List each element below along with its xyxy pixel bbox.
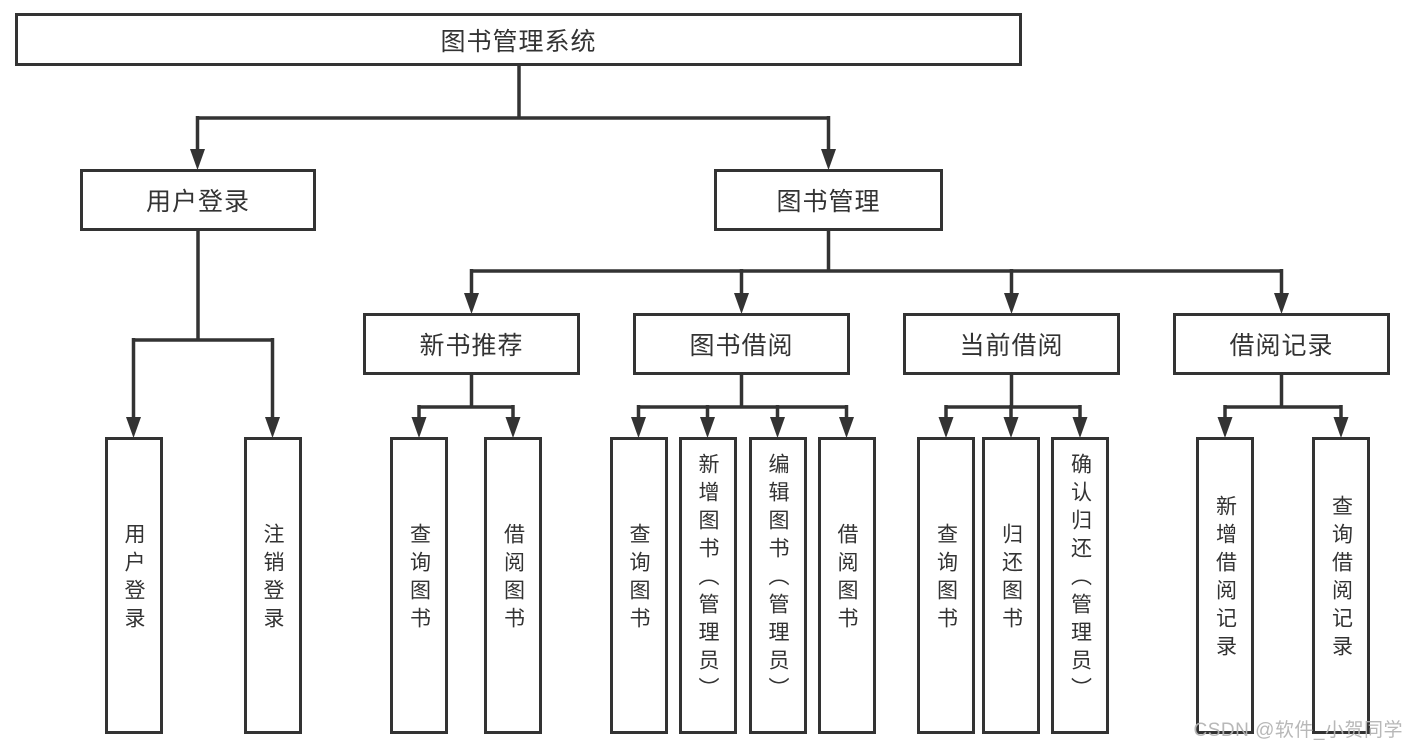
leaf-query-books-2-label: 查询图书 (627, 522, 650, 635)
node-new-book-recommend-label: 新书推荐 (419, 332, 524, 360)
node-borrow-record: 借阅记录 (1173, 313, 1390, 375)
leaf-return-book: 归还图书 (982, 437, 1040, 734)
leaf-borrow-books-1: 借阅图书 (484, 437, 542, 734)
node-root-label: 图书管理系统 (440, 27, 597, 56)
leaf-add-book-admin-label: 新增图书（管理员） (696, 452, 719, 705)
leaf-add-borrow-record-label: 新增借阅记录 (1213, 494, 1237, 663)
csdn-watermark: CSDN @软件_小贺同学 (1193, 720, 1403, 741)
arrowheads (126, 149, 1349, 438)
node-user-login: 用户登录 (80, 169, 316, 231)
leaf-query-borrow-record-label: 查询借阅记录 (1329, 494, 1353, 663)
node-book-borrow: 图书借阅 (633, 313, 850, 375)
leaf-user-login-label: 用户登录 (122, 522, 145, 635)
node-user-login-label: 用户登录 (145, 188, 250, 216)
leaf-logout: 注销登录 (243, 437, 302, 734)
leaf-add-book-admin: 新增图书（管理员） (678, 437, 737, 734)
leaf-borrow-books-2: 借阅图书 (817, 437, 876, 734)
node-book-management-label: 图书管理 (776, 188, 881, 216)
leaf-edit-book-admin-label: 编辑图书（管理员） (766, 452, 789, 705)
leaf-query-books-1: 查询图书 (390, 437, 448, 734)
leaf-query-books-1-label: 查询图书 (407, 522, 431, 635)
leaf-borrow-books-1-label: 借阅图书 (501, 522, 525, 635)
node-new-book-recommend: 新书推荐 (363, 313, 580, 375)
node-current-borrow-label: 当前借阅 (959, 332, 1064, 360)
node-book-borrow-label: 图书借阅 (689, 332, 794, 360)
leaf-logout-label: 注销登录 (261, 522, 284, 635)
leaf-query-books-2: 查询图书 (609, 437, 668, 734)
leaf-user-login: 用户登录 (104, 437, 163, 734)
leaf-query-books-3-label: 查询图书 (934, 522, 958, 635)
leaf-confirm-return-admin: 确认归还（管理员） (1051, 437, 1109, 734)
leaf-add-borrow-record: 新增借阅记录 (1196, 437, 1254, 734)
tree-edges (131, 66, 1343, 419)
node-borrow-record-label: 借阅记录 (1229, 332, 1334, 360)
leaf-edit-book-admin: 编辑图书（管理员） (748, 437, 807, 734)
node-book-management: 图书管理 (714, 169, 943, 231)
leaf-return-book-label: 归还图书 (999, 522, 1023, 635)
node-root: 图书管理系统 (15, 13, 1022, 66)
node-current-borrow: 当前借阅 (903, 313, 1120, 375)
leaf-query-borrow-record: 查询借阅记录 (1312, 437, 1370, 734)
leaf-borrow-books-2-label: 借阅图书 (835, 522, 858, 635)
leaf-confirm-return-admin-label: 确认归还（管理员） (1068, 452, 1092, 705)
leaf-query-books-3: 查询图书 (917, 437, 975, 734)
